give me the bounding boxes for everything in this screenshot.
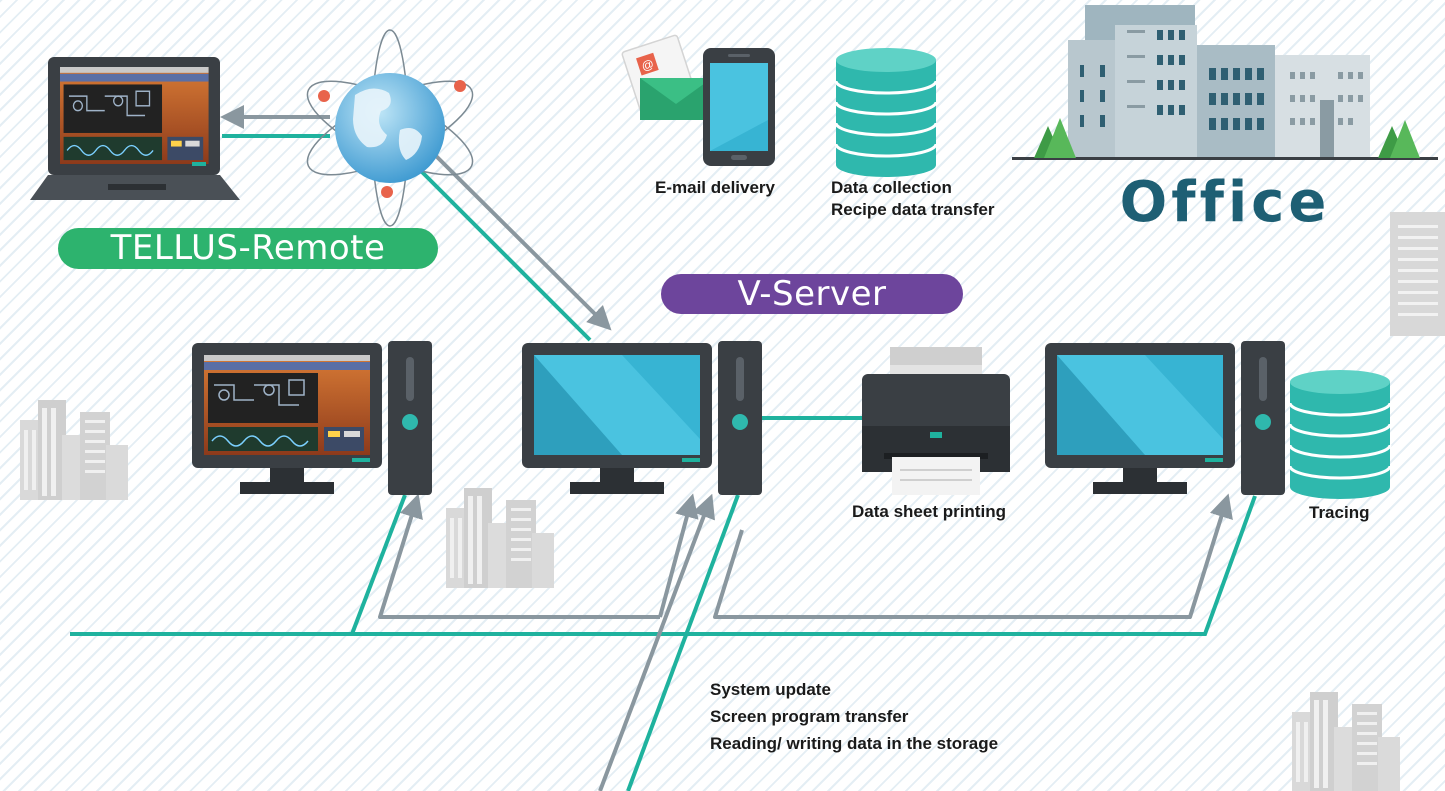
system-update-text: System update bbox=[710, 680, 831, 699]
printer-icon bbox=[862, 347, 1010, 495]
reading-writing-text: Reading/ writing data in the storage bbox=[710, 734, 999, 753]
network-cable bbox=[70, 134, 1257, 791]
tree-icon bbox=[1034, 118, 1420, 158]
tracing-label: Tracing bbox=[1309, 503, 1370, 522]
smartphone-icon bbox=[703, 48, 775, 166]
data-collection-label: Data collection Recipe data transfer bbox=[831, 177, 994, 221]
server-pc-icon bbox=[522, 341, 762, 495]
desktop-pc-icon bbox=[192, 341, 432, 495]
v-server-label: V-Server bbox=[661, 274, 963, 314]
office-building-icon bbox=[1012, 5, 1438, 160]
building-icon bbox=[1390, 212, 1445, 336]
recipe-transfer-text: Recipe data transfer bbox=[831, 200, 995, 219]
data-flow-arrows bbox=[220, 105, 1233, 791]
globe-icon bbox=[306, 29, 474, 227]
screen-program-transfer-text: Screen program transfer bbox=[710, 707, 909, 726]
office-label: Office bbox=[1119, 170, 1331, 235]
tellus-remote-label: TELLUS-Remote bbox=[58, 228, 438, 269]
svg-text:@: @ bbox=[640, 57, 656, 74]
system-functions-label: System update Screen program transfer Re… bbox=[710, 676, 998, 757]
data-sheet-printing-label: Data sheet printing bbox=[852, 502, 1006, 521]
email-icon: @ bbox=[621, 34, 712, 120]
email-delivery-label: E-mail delivery bbox=[655, 178, 776, 197]
database-icon bbox=[834, 46, 938, 179]
tracing-database-icon bbox=[1288, 368, 1392, 501]
data-collection-text: Data collection bbox=[831, 178, 952, 197]
laptop-icon bbox=[30, 57, 240, 200]
tracing-pc-icon bbox=[1045, 341, 1285, 495]
